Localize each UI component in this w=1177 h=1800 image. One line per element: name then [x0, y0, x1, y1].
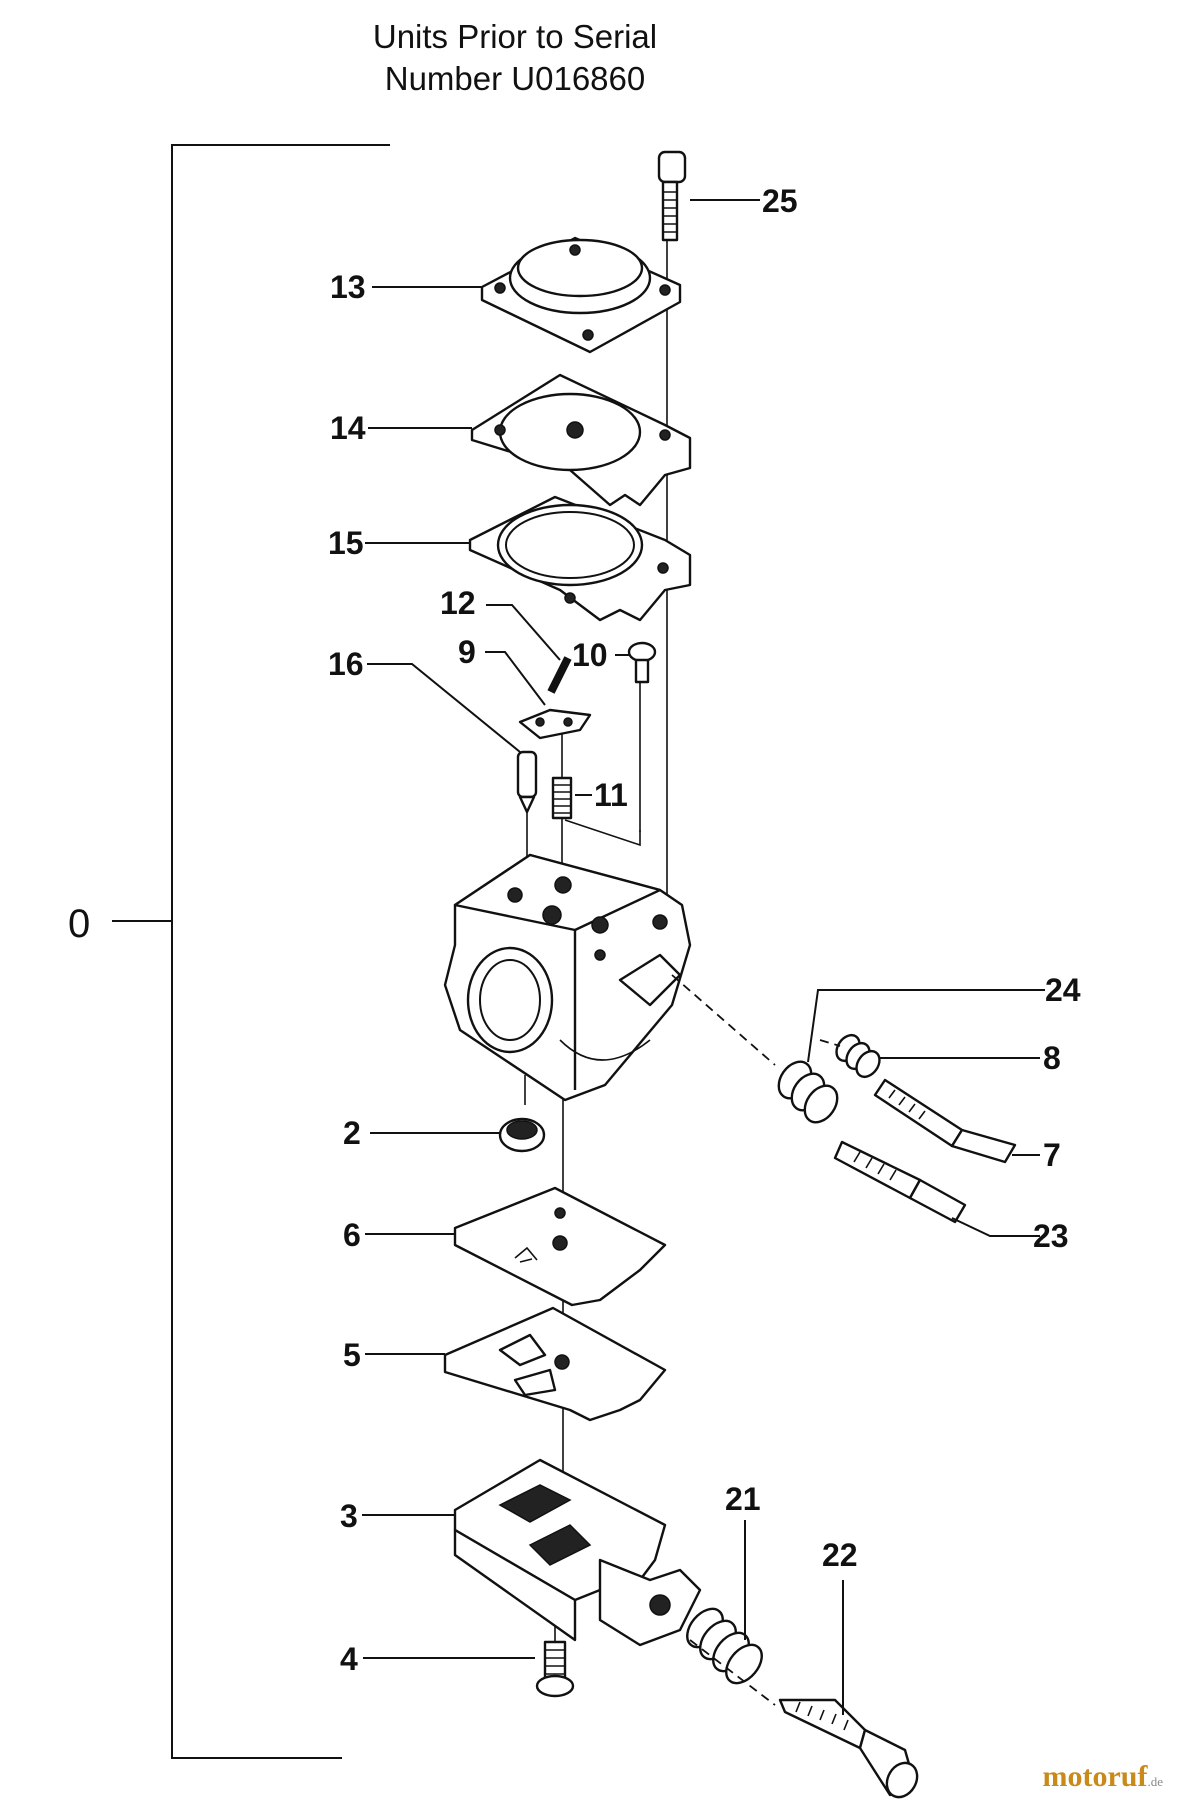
callout-3: 3 [340, 1498, 358, 1534]
callout-25: 25 [762, 183, 798, 219]
callout-9: 9 [458, 634, 476, 670]
callout-8: 8 [1043, 1040, 1061, 1076]
part-14-diaphragm [368, 373, 692, 507]
part-6-diaphragm [365, 1186, 667, 1307]
diagram-title-line-1: Units Prior to Serial [372, 18, 658, 55]
watermark-logo: motoruf.de [1042, 1760, 1163, 1794]
part-23-mixture-needle [833, 1140, 1040, 1237]
assembly-number-label: 0 [68, 902, 90, 946]
part-13-pump-cover [372, 236, 682, 354]
callout-24: 24 [1045, 972, 1081, 1008]
diagram-title-line-2: Number U016860 [384, 60, 646, 97]
part-22-idle-screw [689, 1580, 919, 1799]
callout-7: 7 [1043, 1137, 1061, 1173]
part-7-mixture-needle [873, 1078, 1040, 1164]
callout-23: 23 [1033, 1218, 1069, 1254]
callout-13: 13 [330, 269, 366, 305]
part-24-spring [671, 974, 1045, 1124]
callout-4: 4 [340, 1641, 358, 1677]
part-8-spring [819, 1033, 1040, 1079]
callout-21: 21 [725, 1481, 761, 1517]
part-2-welch-plug [370, 1117, 546, 1153]
callout-15: 15 [328, 525, 364, 561]
part-15-gasket [365, 495, 692, 622]
callout-10: 10 [572, 637, 608, 673]
watermark-tld: .de [1147, 1774, 1163, 1789]
callout-11: 11 [594, 777, 628, 813]
carburetor-body [443, 853, 692, 1102]
callout-12: 12 [440, 585, 476, 621]
part-12-pin [486, 604, 572, 694]
part-16-inlet-needle [367, 663, 538, 814]
part-21-spring [686, 1520, 763, 1685]
callout-5: 5 [343, 1337, 361, 1373]
callout-22: 22 [822, 1537, 858, 1573]
part-4-screw [363, 1640, 575, 1698]
part-9-lever [485, 651, 592, 740]
callout-2: 2 [343, 1115, 361, 1151]
callout-14: 14 [330, 410, 366, 446]
part-25-screw [657, 150, 760, 242]
part-5-gasket [365, 1306, 667, 1422]
callout-16: 16 [328, 646, 364, 682]
watermark-brand: motoruf [1042, 1760, 1148, 1793]
part-3-pump-body [362, 1458, 702, 1647]
part-11-spring [551, 776, 592, 820]
part-10-screw [615, 641, 657, 684]
assembly-bracket [112, 144, 390, 1759]
callout-6: 6 [343, 1217, 361, 1253]
